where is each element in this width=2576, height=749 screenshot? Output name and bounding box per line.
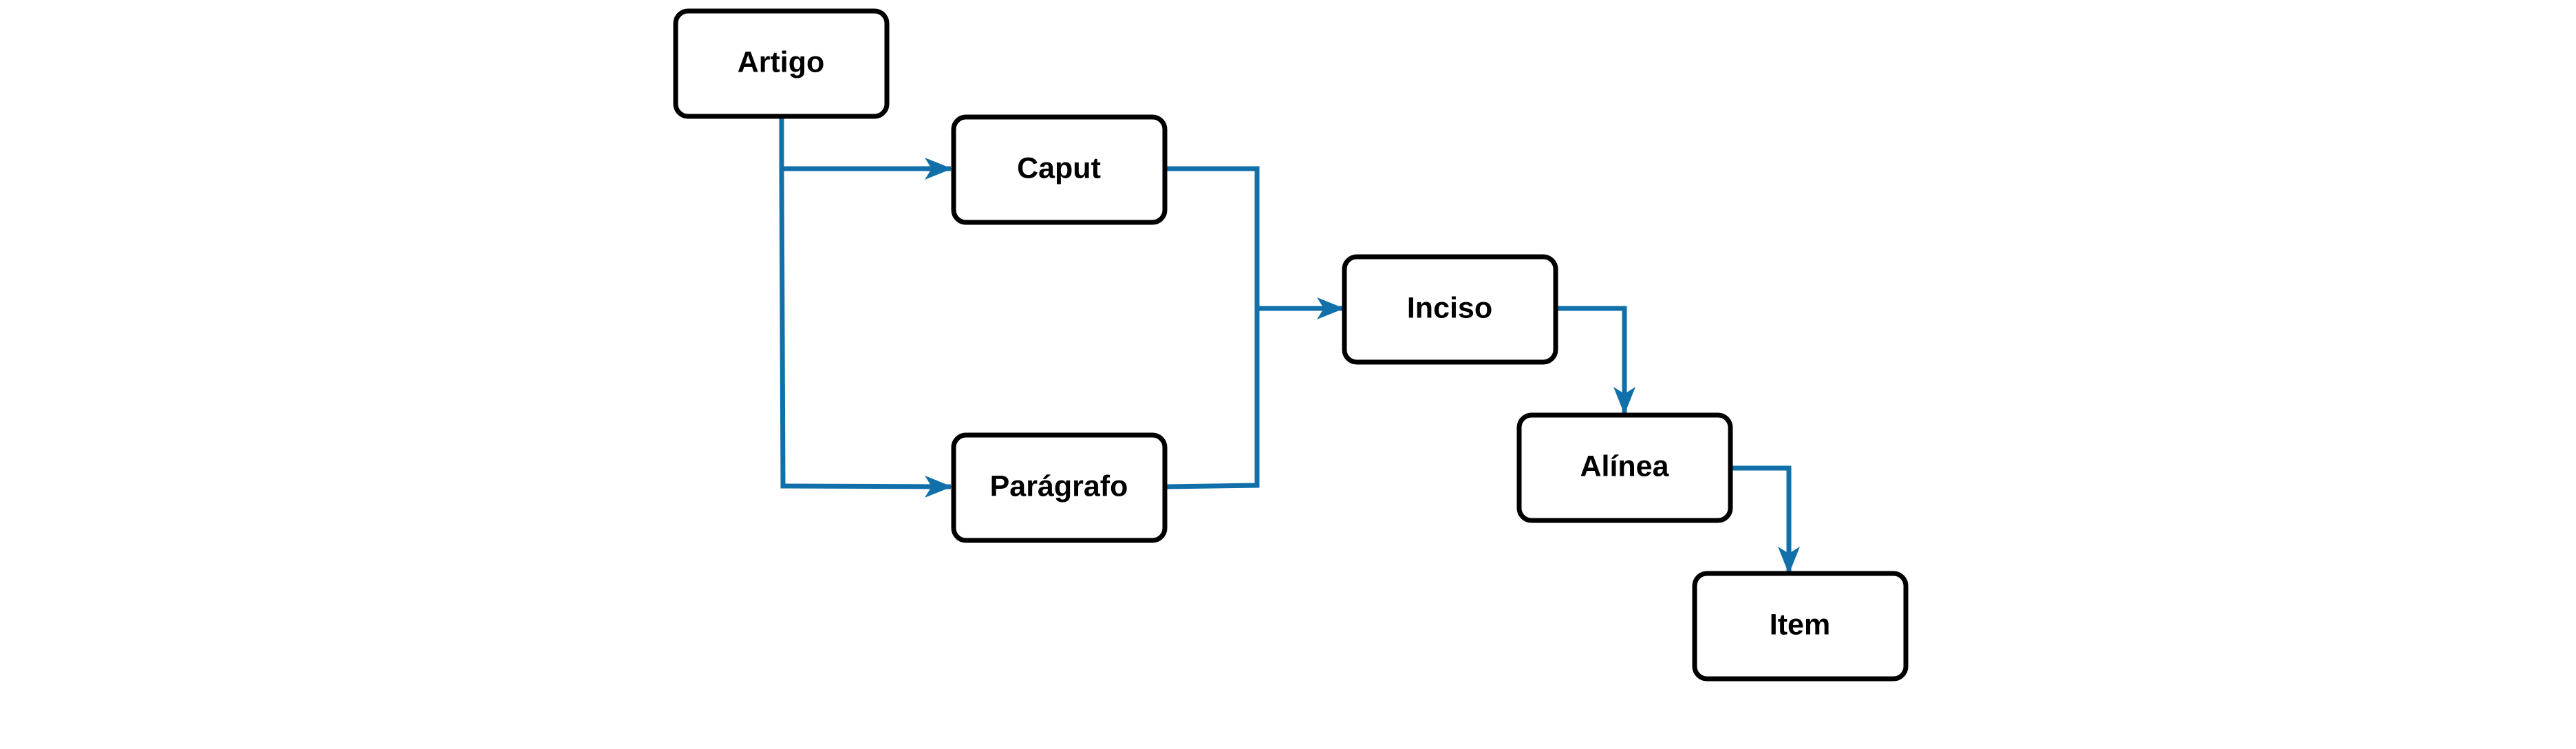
node-caput-label: Caput — [1017, 151, 1101, 184]
node-alinea-label: Alínea — [1580, 450, 1669, 483]
node-paragrafo-box — [951, 432, 1168, 543]
node-paragrafo-label: Parágrafo — [990, 470, 1128, 503]
edge-inciso-alinea — [1556, 306, 1635, 414]
node-artigo-label: Artigo — [738, 45, 825, 78]
node-caput: Caput — [951, 114, 1168, 225]
node-inciso: Inciso — [1342, 254, 1558, 365]
node-inciso-box — [1342, 254, 1558, 365]
node-item-label: Item — [1770, 608, 1830, 641]
node-inciso-label: Inciso — [1407, 291, 1492, 324]
node-artigo-box — [673, 8, 890, 119]
node-item: Item — [1692, 571, 1909, 682]
edge-paragrafo-inciso — [1165, 308, 1260, 489]
edge-artigo-caput — [779, 117, 952, 180]
node-alinea: Alínea — [1516, 412, 1733, 523]
node-item-box — [1692, 571, 1909, 682]
edge-caput-inciso — [1166, 166, 1344, 319]
edge-artigo-paragrafo — [779, 168, 952, 498]
node-caput-box — [951, 114, 1168, 225]
node-artigo: Artigo — [673, 8, 890, 119]
edges-group — [779, 117, 1800, 574]
node-alinea-box — [1516, 412, 1733, 523]
node-paragrafo: Parágrafo — [951, 432, 1168, 543]
edge-alinea-item — [1731, 465, 1800, 574]
